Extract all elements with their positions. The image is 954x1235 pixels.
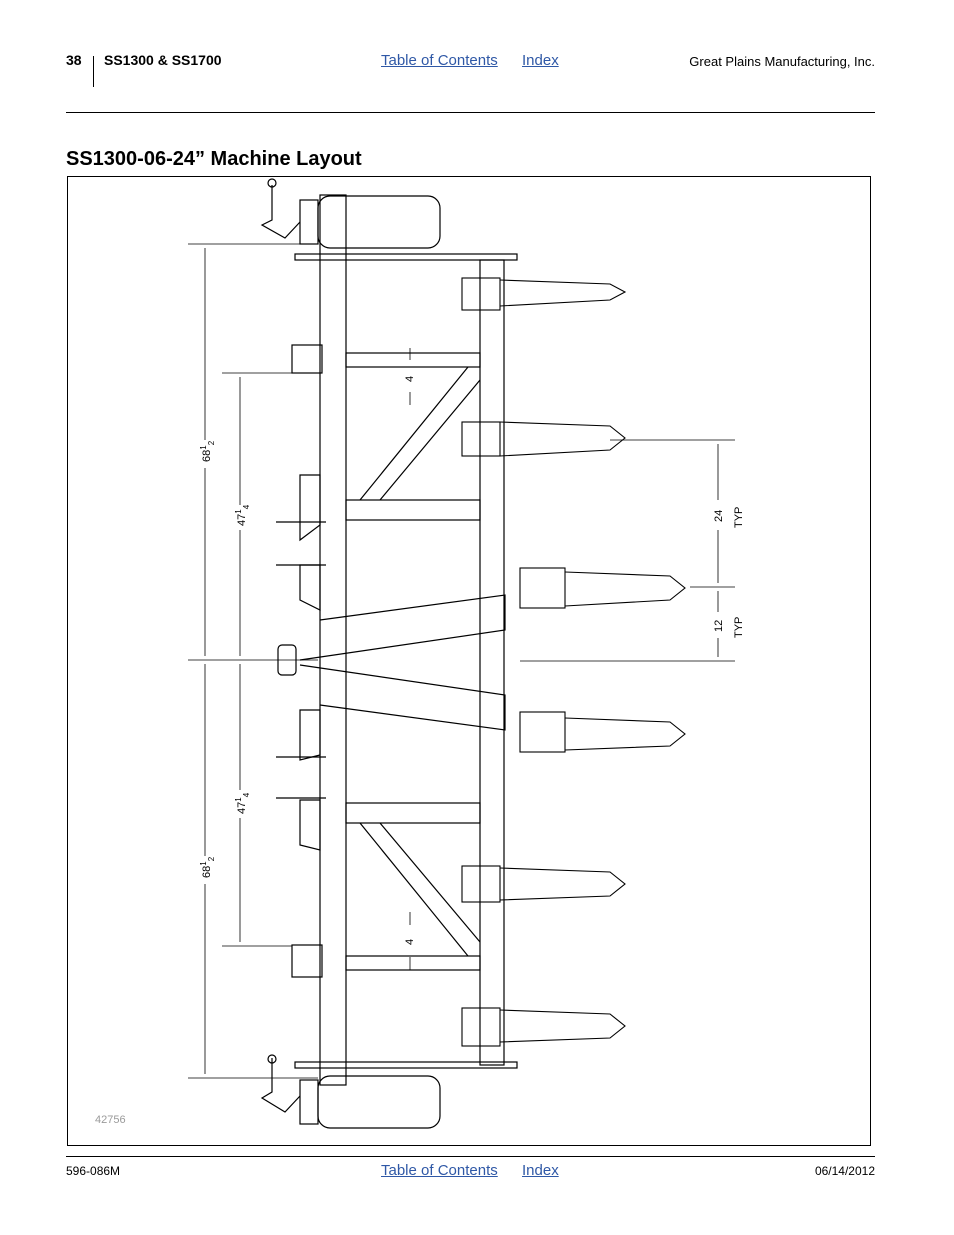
figure-number: 42756	[95, 1114, 126, 1126]
company-name: Great Plains Manufacturing, Inc.	[689, 54, 875, 69]
machine-layout-drawing: 6812 6812 4714 4714 4 4 24 TYP 12 TYP	[188, 178, 745, 1129]
dim-offset-bottom: 4	[404, 939, 416, 945]
figure-frame	[67, 176, 871, 1146]
dim-inner-bottom: 4714	[234, 792, 251, 814]
dim-row-spacing-typ: TYP	[733, 507, 745, 528]
document-title: SS1300 & SS1700	[104, 52, 222, 68]
publication-date: 06/14/2012	[814, 1164, 875, 1178]
toc-link-bottom[interactable]: Table of Contents	[381, 1162, 498, 1179]
page-number: 38	[66, 52, 82, 68]
dim-offset-top: 4	[404, 376, 416, 382]
dim-center-offset: 12	[713, 620, 725, 632]
toc-link-top[interactable]: Table of Contents	[381, 52, 498, 69]
dim-outer-bottom: 6812	[199, 856, 216, 878]
section-title: SS1300-06-24” Machine Layout	[66, 148, 362, 170]
footer-rule	[66, 1156, 875, 1157]
dim-inner-top: 4714	[234, 504, 251, 526]
dim-center-offset-typ: TYP	[733, 617, 745, 638]
part-number: 596-086M	[66, 1164, 121, 1178]
header-divider	[93, 56, 94, 87]
index-link-bottom[interactable]: Index	[522, 1162, 559, 1179]
dim-outer-top: 6812	[199, 440, 216, 462]
index-link-top[interactable]: Index	[522, 52, 559, 69]
dim-row-spacing: 24	[713, 510, 725, 522]
header-rule	[66, 112, 875, 113]
